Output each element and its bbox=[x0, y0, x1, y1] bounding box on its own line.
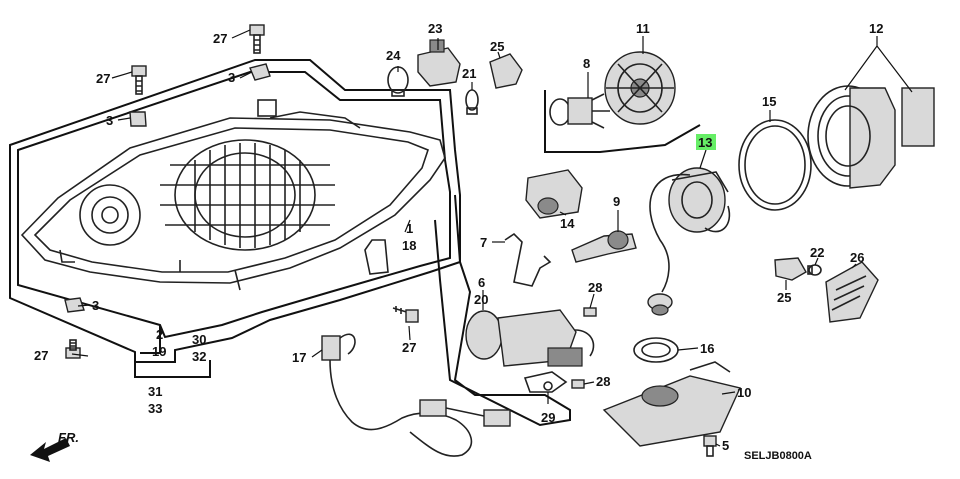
callout-3: 3 bbox=[106, 113, 113, 128]
callout-19: 19 bbox=[152, 344, 166, 359]
bulb-21 bbox=[465, 89, 479, 115]
socket-23 bbox=[417, 39, 461, 87]
bulb-8 bbox=[549, 93, 610, 129]
frame-headlight-inner bbox=[17, 71, 451, 339]
callout-27: 27 bbox=[34, 348, 48, 363]
callout-25: 25 bbox=[777, 290, 791, 305]
ring-15 bbox=[738, 119, 812, 211]
callout-17: 17 bbox=[292, 350, 306, 365]
callout-26: 26 bbox=[850, 250, 864, 265]
ballast-6-20 bbox=[465, 309, 595, 367]
callout-12: 12 bbox=[869, 21, 883, 36]
diagram-code: SELJB0800A bbox=[744, 450, 812, 462]
socket-25-top bbox=[489, 53, 523, 89]
frame-ballast-bracket bbox=[434, 194, 571, 427]
callout-2: 2 bbox=[156, 327, 163, 342]
callout-25: 25 bbox=[490, 39, 504, 54]
callout-21: 21 bbox=[462, 66, 476, 81]
callout-18: 18 bbox=[402, 238, 416, 253]
screw-5 bbox=[703, 435, 717, 457]
callout-23: 23 bbox=[428, 21, 442, 36]
callout-10: 10 bbox=[737, 385, 751, 400]
group-frames bbox=[9, 59, 701, 427]
leader-lines bbox=[71, 29, 913, 447]
clip-3-low bbox=[64, 297, 85, 313]
bolt-27-a bbox=[249, 24, 265, 54]
screw-28-b bbox=[571, 379, 585, 389]
callout-3: 3 bbox=[92, 298, 99, 313]
frame-2-19 bbox=[140, 325, 161, 354]
bulb-22 bbox=[807, 264, 822, 276]
callout-30: 30 bbox=[192, 332, 206, 347]
callout-7: 7 bbox=[480, 235, 487, 250]
clip-3-mid bbox=[129, 111, 147, 127]
callout-15: 15 bbox=[762, 94, 776, 109]
callout-20: 20 bbox=[474, 292, 488, 307]
bolts-27 bbox=[65, 24, 419, 359]
callout-27: 27 bbox=[402, 340, 416, 355]
frame-30-32 bbox=[134, 350, 211, 378]
socket-14 bbox=[525, 169, 583, 219]
bolt-27-c bbox=[65, 339, 81, 359]
lens-unit-12 bbox=[807, 85, 935, 189]
front-arrow: FR. bbox=[30, 430, 79, 462]
callout-27: 27 bbox=[213, 31, 227, 46]
ballast-10 bbox=[602, 361, 741, 447]
callout-11: 11 bbox=[636, 21, 650, 36]
screw-28-a bbox=[583, 307, 597, 317]
front-arrow-icon bbox=[30, 438, 70, 462]
cap-11 bbox=[604, 51, 676, 125]
frame-bulb-8 bbox=[544, 90, 701, 153]
callout-31: 31 bbox=[148, 384, 162, 399]
callout-13-highlight bbox=[696, 134, 716, 150]
callout-24: 24 bbox=[386, 48, 401, 63]
callout-3: 3 bbox=[228, 70, 235, 85]
bracket-29 bbox=[523, 371, 568, 393]
callout-27: 27 bbox=[96, 71, 110, 86]
callout-16: 16 bbox=[700, 341, 714, 356]
callout-8: 8 bbox=[583, 56, 590, 71]
callout-29: 29 bbox=[541, 410, 555, 425]
callout-28: 28 bbox=[596, 374, 610, 389]
clip-3-top bbox=[249, 63, 271, 81]
bolt-27-d bbox=[392, 306, 419, 323]
callout-9: 9 bbox=[613, 194, 620, 209]
front-label: FR. bbox=[58, 430, 79, 445]
callouts: 27 27 3 3 3 1 18 2 19 30 32 31 33 27 27 … bbox=[34, 21, 883, 462]
harness-17 bbox=[321, 333, 511, 457]
callout-5: 5 bbox=[722, 438, 729, 453]
callout-1: 1 bbox=[406, 221, 413, 236]
callout-33: 33 bbox=[148, 401, 162, 416]
socket-25-right bbox=[774, 257, 807, 281]
callout-32: 32 bbox=[192, 349, 206, 364]
callout-14: 14 bbox=[560, 216, 575, 231]
hid-bulb-9 bbox=[571, 230, 637, 263]
headlight-housing bbox=[20, 99, 446, 291]
callout-28: 28 bbox=[588, 280, 602, 295]
side-marker-26 bbox=[825, 261, 879, 323]
gasket-16 bbox=[633, 337, 679, 363]
callout-6: 6 bbox=[478, 275, 485, 290]
callout-13: 13 bbox=[698, 135, 712, 150]
frame-headlight-outer bbox=[9, 59, 461, 363]
bolt-27-b bbox=[131, 65, 147, 95]
wire-clip-7 bbox=[504, 232, 552, 287]
callout-22: 22 bbox=[810, 245, 824, 260]
clip-parts-3 bbox=[64, 63, 271, 313]
igniter-13 bbox=[647, 167, 731, 316]
